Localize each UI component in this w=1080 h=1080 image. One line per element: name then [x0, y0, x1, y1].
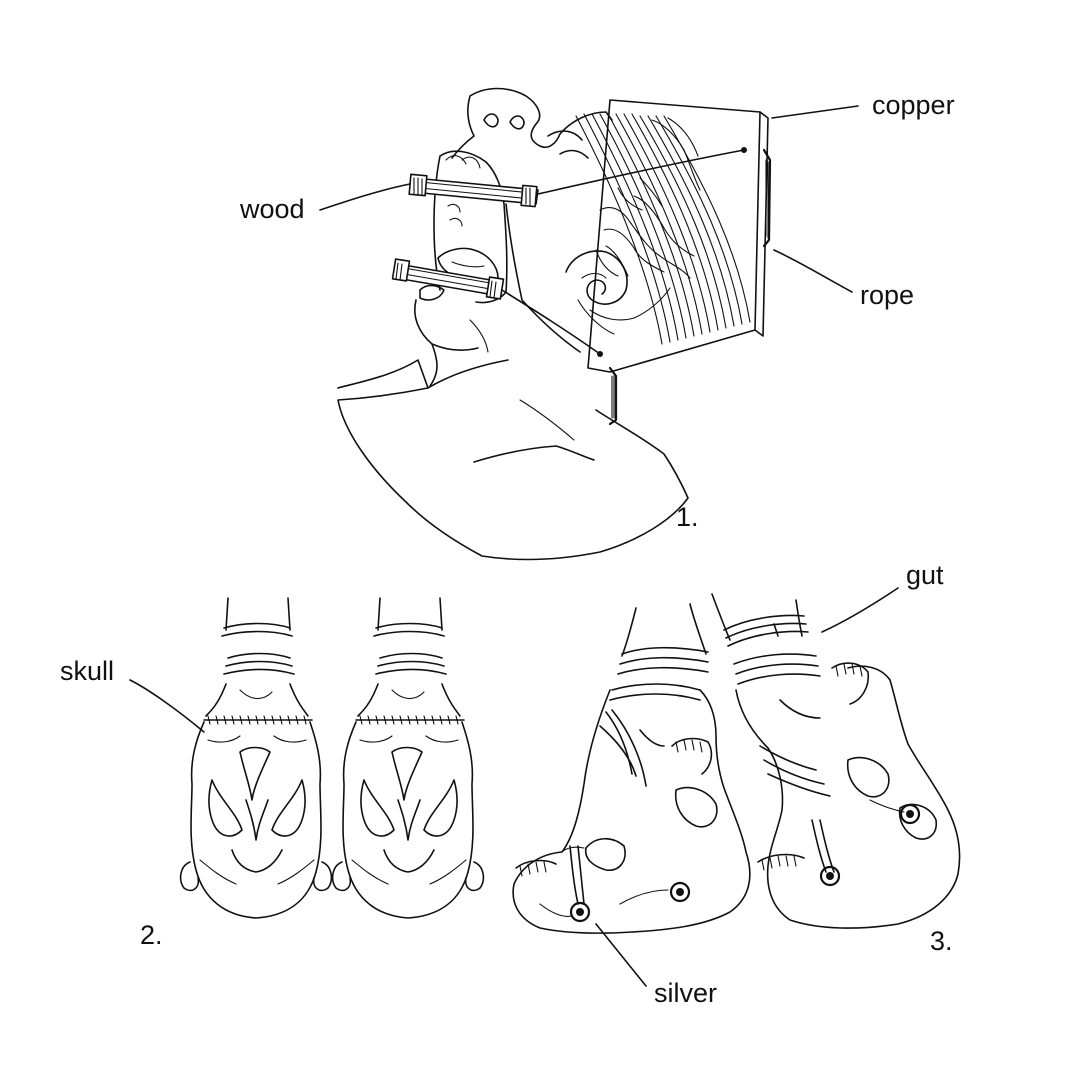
skull-shoe-right	[331, 597, 485, 919]
label-gut: gut	[906, 560, 944, 590]
label-skull: skull	[60, 656, 115, 686]
label-silver: silver	[654, 978, 718, 1008]
gag-frame	[505, 203, 581, 353]
skull-shoe-left	[179, 597, 333, 919]
skull-shoe-side-right	[711, 593, 961, 929]
label-copper: copper	[872, 90, 955, 120]
shoulders-outline	[337, 359, 689, 561]
figure-2-skull-shoes	[179, 597, 485, 919]
wood-rod-bottom	[391, 258, 505, 300]
leader-gut	[821, 587, 899, 633]
label-wood: wood	[240, 194, 305, 224]
face-profile	[451, 87, 613, 159]
figure-number-2: 2.	[140, 920, 163, 950]
leader-skull	[129, 679, 205, 733]
leader-silver	[595, 923, 647, 987]
rope-band	[575, 113, 751, 345]
leader-copper	[771, 105, 859, 119]
wire-top	[537, 149, 745, 195]
wire-bottom	[501, 289, 601, 355]
figure-number-1: 1.	[676, 502, 699, 532]
label-rope: rope	[860, 280, 915, 310]
leader-wood	[319, 183, 411, 211]
leader-lines	[129, 105, 899, 987]
ear	[565, 250, 628, 305]
skull-shoe-side-left	[512, 603, 751, 934]
figure-1-head-gag	[337, 87, 772, 561]
figure-3-skull-shoes-side	[512, 593, 961, 934]
figure-number-3: 3.	[930, 926, 953, 956]
leader-rope	[773, 249, 853, 293]
wood-rod-top	[408, 173, 539, 208]
